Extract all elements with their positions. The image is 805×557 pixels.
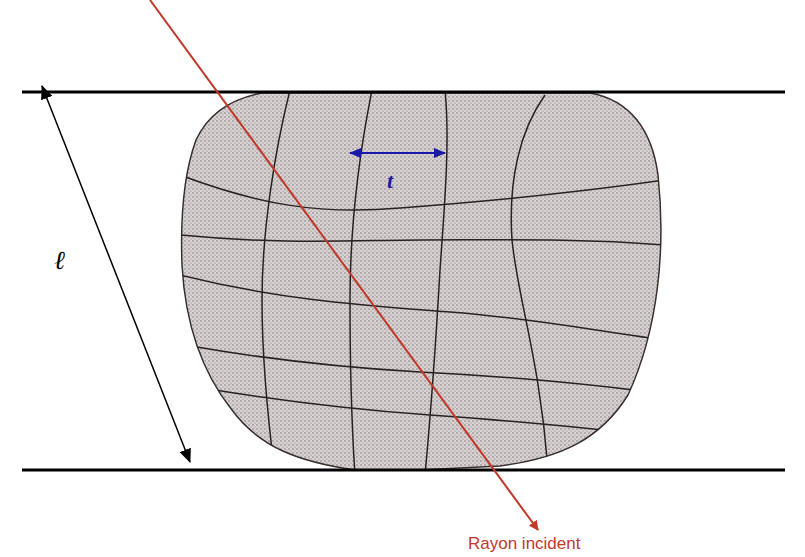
ray-label: Rayon incident	[468, 535, 580, 552]
thickness-label: ℓ	[54, 248, 65, 274]
grain-width-label: t	[387, 170, 393, 192]
